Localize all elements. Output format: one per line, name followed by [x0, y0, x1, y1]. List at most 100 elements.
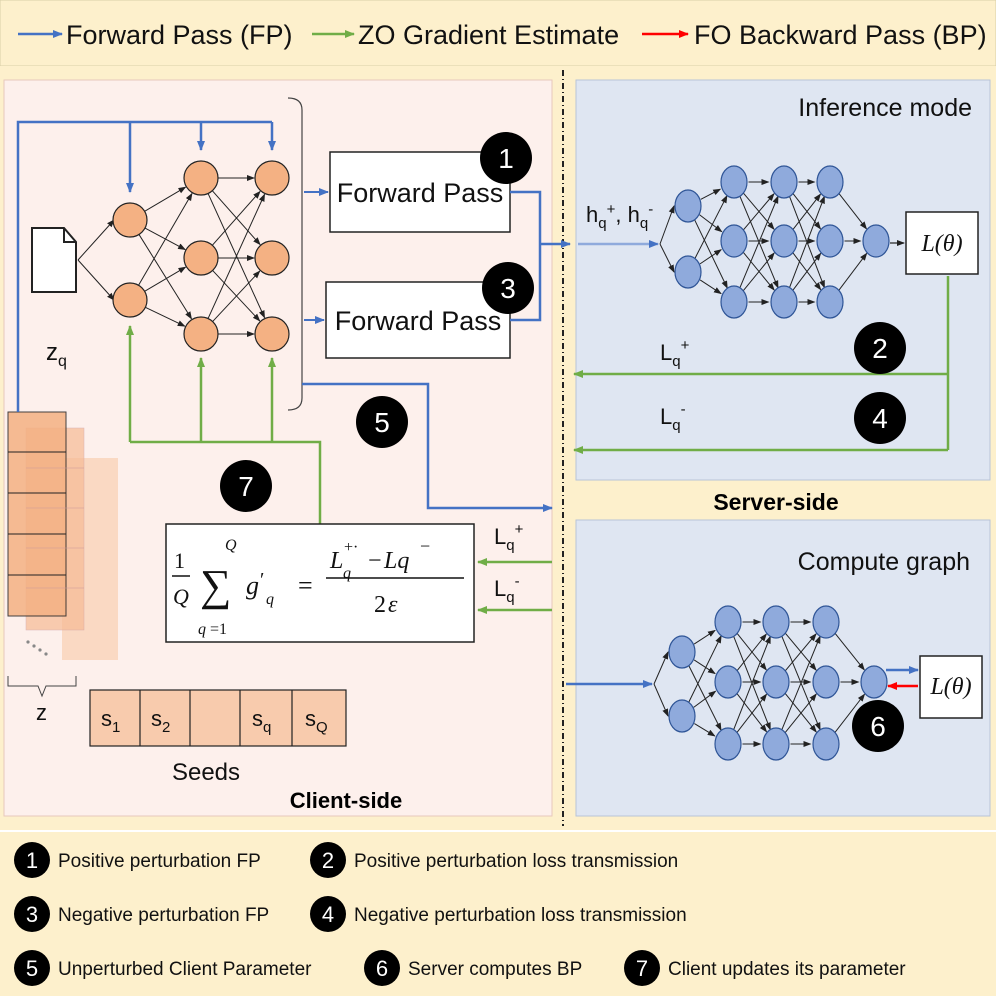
svg-text:3: 3 — [26, 902, 38, 927]
svg-text:2: 2 — [872, 333, 888, 364]
step-badge-7: 7 — [624, 950, 660, 986]
legend-zo-label: ZO Gradient Estimate — [358, 20, 619, 50]
client-edge — [144, 266, 187, 292]
svg-text:1: 1 — [174, 548, 185, 573]
inference-edge — [838, 193, 868, 230]
inference-node — [816, 165, 844, 199]
client-node — [183, 160, 219, 196]
inference-edge — [700, 188, 722, 200]
svg-text:′: ′ — [260, 569, 264, 591]
client-edge — [207, 193, 265, 319]
step-legend-text-5: Unperturbed Client Parameter — [58, 959, 312, 980]
svg-text:=1: =1 — [210, 621, 227, 638]
unperturbed-param-line — [302, 382, 553, 512]
step-badge-4: 4 — [310, 896, 346, 932]
svg-text:Forward Pass: Forward Pass — [337, 178, 504, 208]
inference-edge — [792, 252, 822, 291]
inference-edge — [699, 279, 722, 295]
client-side-label: Client-side — [290, 788, 402, 813]
svg-text:∑: ∑ — [200, 561, 231, 610]
client-edge — [138, 192, 193, 286]
client-network-nodes — [112, 160, 290, 352]
svg-text:q: q — [198, 621, 206, 638]
lq-minus-client-label: Lq- — [494, 573, 520, 606]
h-input-label: hq+, hq- — [586, 201, 653, 232]
client-edge — [212, 270, 261, 322]
seed-cell: s1 — [101, 706, 120, 736]
compute-edge — [687, 635, 722, 704]
inference-node — [674, 189, 702, 223]
server-loss-return-lines — [573, 276, 950, 454]
step-legend-text-2: Positive perturbation loss transmission — [354, 851, 678, 872]
client-edge — [145, 306, 186, 327]
inference-loss-box: L(θ) — [905, 211, 979, 275]
compute-edge — [736, 693, 768, 733]
client-node — [254, 160, 290, 196]
compute-edge — [693, 629, 716, 645]
seed-cell: s2 — [151, 706, 170, 736]
svg-text:q: q — [343, 565, 351, 582]
compute-edge — [688, 664, 722, 732]
inference-edge — [739, 195, 779, 289]
svg-text:−: − — [420, 536, 430, 556]
fp-to-server-lines — [510, 190, 571, 322]
legend-backward-label: FO Backward Pass (BP) — [694, 20, 987, 50]
step-badge-6: 6 — [364, 950, 400, 986]
client-network-edges — [77, 175, 265, 337]
svg-text:Forward Pass: Forward Pass — [335, 306, 502, 336]
inference-edge — [742, 193, 775, 231]
compute-node — [714, 665, 742, 699]
compute-edge — [736, 633, 767, 671]
step-badge-3: 3 — [14, 896, 50, 932]
client-node — [183, 316, 219, 352]
client-net-bracket — [287, 97, 303, 411]
compute-node — [762, 665, 790, 699]
svg-text:5: 5 — [374, 407, 390, 438]
svg-text:+·: +· — [344, 539, 358, 556]
inference-mode-title: Inference mode — [798, 94, 972, 122]
compute-node — [714, 727, 742, 761]
step-badge-1: 1 — [14, 842, 50, 878]
client-edge — [144, 186, 187, 212]
svg-text:1: 1 — [26, 848, 38, 873]
lq-plus-client-label: Lq+ — [494, 521, 524, 554]
step-legend-text-6: Server computes BP — [408, 959, 582, 980]
svg-text:2: 2 — [322, 848, 334, 873]
client-edge — [138, 234, 193, 320]
step-badge-3: 3 — [482, 262, 534, 314]
compute-graph-title: Compute graph — [798, 548, 970, 576]
step-badge-4: 4 — [854, 392, 906, 444]
inference-network-nodes — [674, 165, 890, 319]
svg-text:Lq: Lq — [383, 548, 409, 574]
seeds-table: s1 s2 sq sQ — [89, 689, 347, 747]
client-node — [112, 282, 148, 318]
compute-edge — [694, 723, 716, 737]
compute-graph-nodes — [668, 605, 888, 761]
svg-text:q: q — [266, 591, 274, 608]
svg-text:g: g — [246, 571, 259, 600]
inference-network-edges — [659, 179, 868, 305]
compute-edge — [784, 633, 817, 672]
server-side-label: Server-side — [713, 489, 838, 515]
compute-input-edge — [653, 651, 669, 685]
seed-cell: sQ — [305, 706, 328, 736]
inference-input-edge — [659, 243, 675, 273]
compute-node — [812, 665, 840, 699]
svg-text:2: 2 — [374, 592, 386, 618]
inference-node — [720, 224, 748, 258]
svg-text:1: 1 — [498, 143, 514, 174]
client-node — [183, 240, 219, 276]
compute-edge — [693, 659, 716, 675]
seed-cell: sq — [252, 706, 271, 736]
lq-plus-server-label: Lq+ — [660, 337, 690, 370]
client-edge — [211, 190, 261, 246]
z-brace — [7, 676, 77, 698]
step-badge-6: 6 — [852, 700, 904, 752]
seeds-label: Seeds — [172, 759, 240, 786]
svg-text:L(θ): L(θ) — [929, 674, 971, 700]
inference-node — [862, 224, 890, 258]
client-input-edge — [77, 259, 115, 301]
client-node — [112, 202, 148, 238]
